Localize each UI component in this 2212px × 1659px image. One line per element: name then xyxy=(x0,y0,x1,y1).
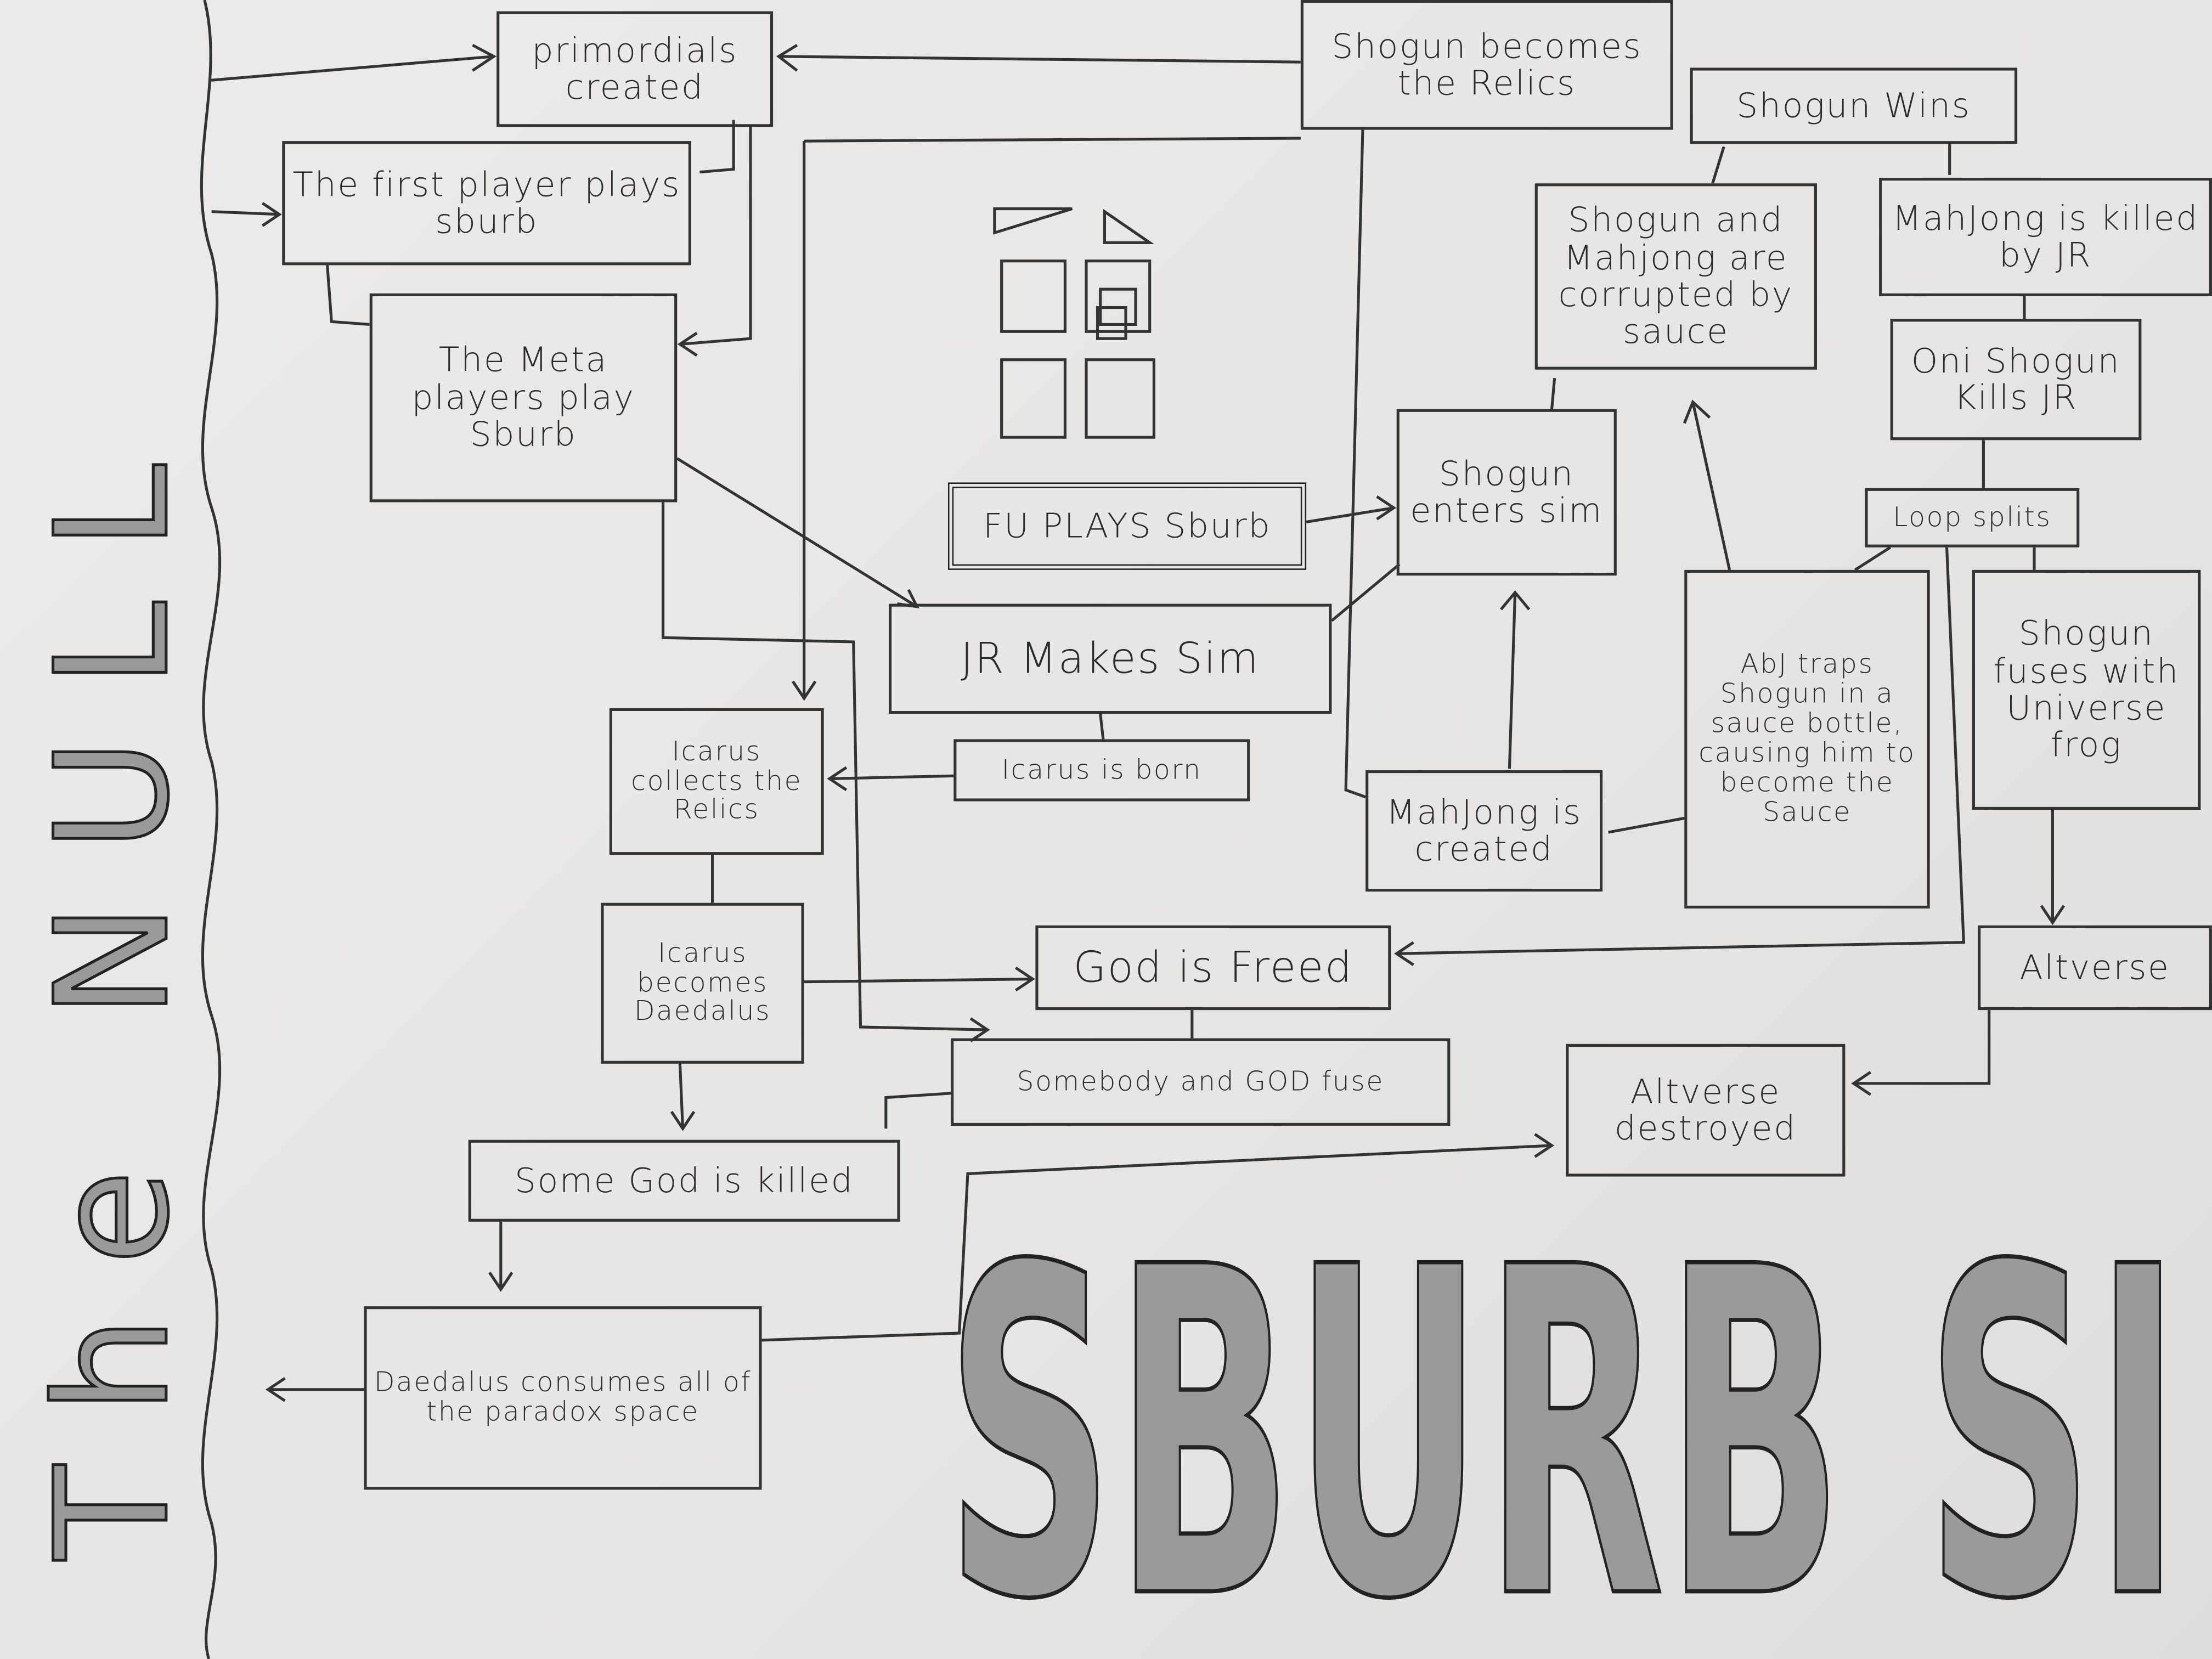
node-mahjong-killed: MahJong is killed by JR xyxy=(1879,177,2212,296)
node-shogun-enters-sim: Shogun enters sim xyxy=(1396,409,1617,576)
node-god-freed: God is Freed xyxy=(1035,925,1391,1011)
node-some-god-killed: Some God is killed xyxy=(468,1139,900,1222)
node-corrupted-by-sauce: Shogun and Mahjong are corrupted by sauc… xyxy=(1534,183,1817,370)
node-oni-shogun: Oni Shogun Kills JR xyxy=(1890,319,2142,441)
node-icarus-born: Icarus is born xyxy=(953,739,1250,802)
node-shogun-wins: Shogun Wins xyxy=(1690,67,2018,144)
node-shogun-becomes-relics: Shogun becomes the Relics xyxy=(1300,0,1673,130)
node-fu-plays-sburb: FU PLAYS Sburb xyxy=(947,482,1307,570)
node-jr-makes-sim: JR Makes Sim xyxy=(888,603,1332,714)
node-altverse: Altverse xyxy=(1978,925,2212,1011)
node-daedalus-consumes: Daedalus consumes all of the paradox spa… xyxy=(364,1306,762,1490)
node-loop-splits: Loop splits xyxy=(1865,488,2080,548)
node-icarus-becomes-daedalus: Icarus becomes Daedalus xyxy=(601,902,804,1064)
node-mahjong-created: MahJong is created xyxy=(1365,770,1603,892)
node-first-player: The first player plays sburb xyxy=(282,141,691,266)
node-shogun-fuses-frog: Shogun fuses with Universe frog xyxy=(1972,569,2201,810)
arrows xyxy=(208,44,2066,1402)
node-altverse-destroyed: Altverse destroyed xyxy=(1566,1043,1846,1177)
node-meta-players: The Meta players play Sburb xyxy=(369,293,678,503)
node-primordials: primordials created xyxy=(496,11,774,127)
null-boundary-line xyxy=(200,0,222,1659)
node-somebody-god-fuse: Somebody and GOD fuse xyxy=(951,1038,1451,1126)
node-icarus-collects: Icarus collects the Relics xyxy=(609,708,824,855)
window-icon xyxy=(993,207,1155,439)
node-abj-traps-shogun: AbJ traps Shogun in a sauce bottle, caus… xyxy=(1684,569,1930,909)
the-null-label: The NULL xyxy=(21,411,204,1561)
sburb-sim-title: SBURB SI xyxy=(944,1173,2183,1659)
